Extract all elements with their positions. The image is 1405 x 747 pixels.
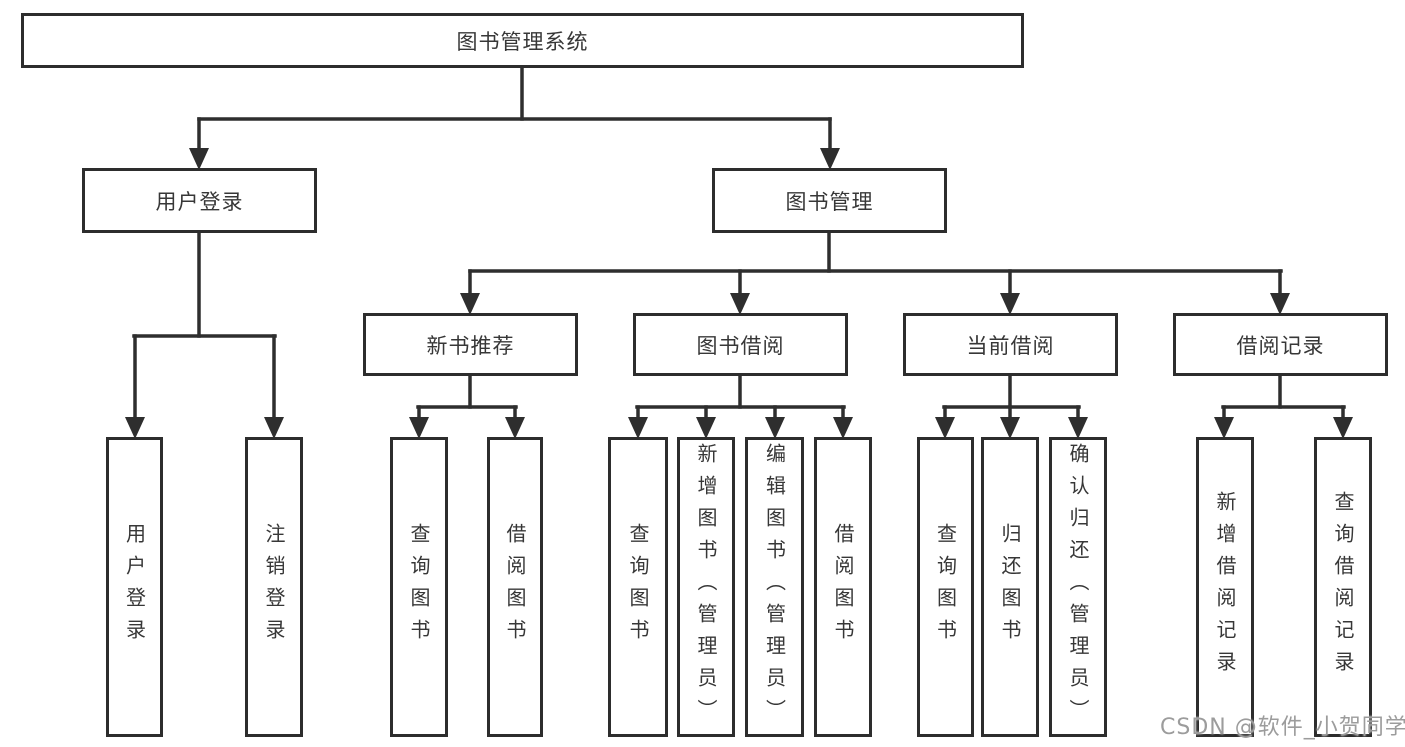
node-edit-books-admin: 编辑图书（管理员） bbox=[745, 437, 804, 737]
node-add-books-admin: 新增图书（管理员） bbox=[677, 437, 735, 737]
node-return-books: 归还图书 bbox=[981, 437, 1039, 737]
node-query-books-recommend: 查询图书 bbox=[390, 437, 448, 737]
connector-root-to-level2 bbox=[189, 64, 840, 170]
node-book-management: 图书管理 bbox=[712, 168, 947, 233]
node-query-borrow-record: 查询借阅记录 bbox=[1314, 437, 1372, 737]
connector-userlogin-to-children bbox=[125, 229, 284, 439]
node-borrow-books-recommend: 借阅图书 bbox=[487, 437, 543, 737]
node-query-books-current: 查询图书 bbox=[917, 437, 974, 737]
node-query-books-borrow: 查询图书 bbox=[608, 437, 668, 737]
node-borrow-books: 借阅图书 bbox=[814, 437, 872, 737]
node-book-borrowing: 图书借阅 bbox=[633, 313, 848, 376]
node-root: 图书管理系统 bbox=[21, 13, 1024, 68]
connector-borrowing-to-children bbox=[628, 372, 853, 439]
node-confirm-return-admin: 确认归还（管理员） bbox=[1049, 437, 1107, 737]
node-user-login: 用户登录 bbox=[82, 168, 317, 233]
node-login-action: 用户登录 bbox=[106, 437, 163, 737]
connector-current-to-children bbox=[935, 372, 1088, 439]
node-new-book-recommend: 新书推荐 bbox=[363, 313, 578, 376]
connector-bookmgmt-to-level3 bbox=[460, 229, 1290, 315]
node-current-borrowing: 当前借阅 bbox=[903, 313, 1118, 376]
connector-records-to-children bbox=[1214, 372, 1353, 439]
connector-recommend-to-children bbox=[409, 372, 525, 439]
node-add-borrow-record: 新增借阅记录 bbox=[1196, 437, 1254, 737]
node-logout: 注销登录 bbox=[245, 437, 303, 737]
watermark: CSDN @软件_小贺同学 bbox=[1160, 715, 1405, 740]
node-borrowing-records: 借阅记录 bbox=[1173, 313, 1388, 376]
